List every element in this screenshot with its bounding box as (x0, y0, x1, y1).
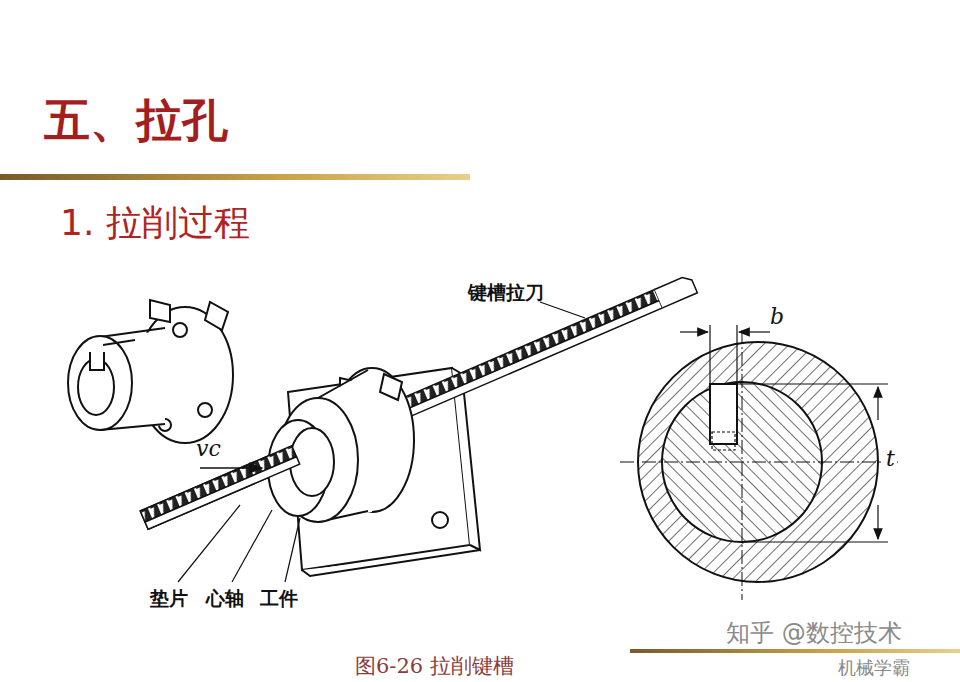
leader-line (178, 302, 585, 582)
speed-label: vc (196, 436, 221, 461)
dimension-label: b (770, 304, 784, 329)
keyway-broach (140, 274, 697, 529)
workpiece-view (68, 300, 233, 443)
cross-section (620, 325, 900, 600)
figure-caption: 图6-26 拉削键槽 (351, 654, 518, 678)
part-name: 心轴 (206, 588, 244, 610)
speed-arrow (200, 467, 262, 469)
subtitle: 1. 拉削过程 (60, 202, 250, 243)
footer-band (630, 649, 960, 653)
workpiece (268, 368, 414, 522)
watermark: 机械学霸 (838, 658, 910, 679)
header-band (0, 174, 470, 180)
part-name: 垫片 (150, 588, 188, 610)
part-name: 工件 (260, 588, 298, 610)
dimension-label: t (884, 446, 897, 471)
watermark: 知乎 @数控技术 (726, 620, 902, 648)
part-name: 键槽拉刀 (468, 282, 544, 304)
slide-title: 五、拉孔 (44, 94, 228, 147)
